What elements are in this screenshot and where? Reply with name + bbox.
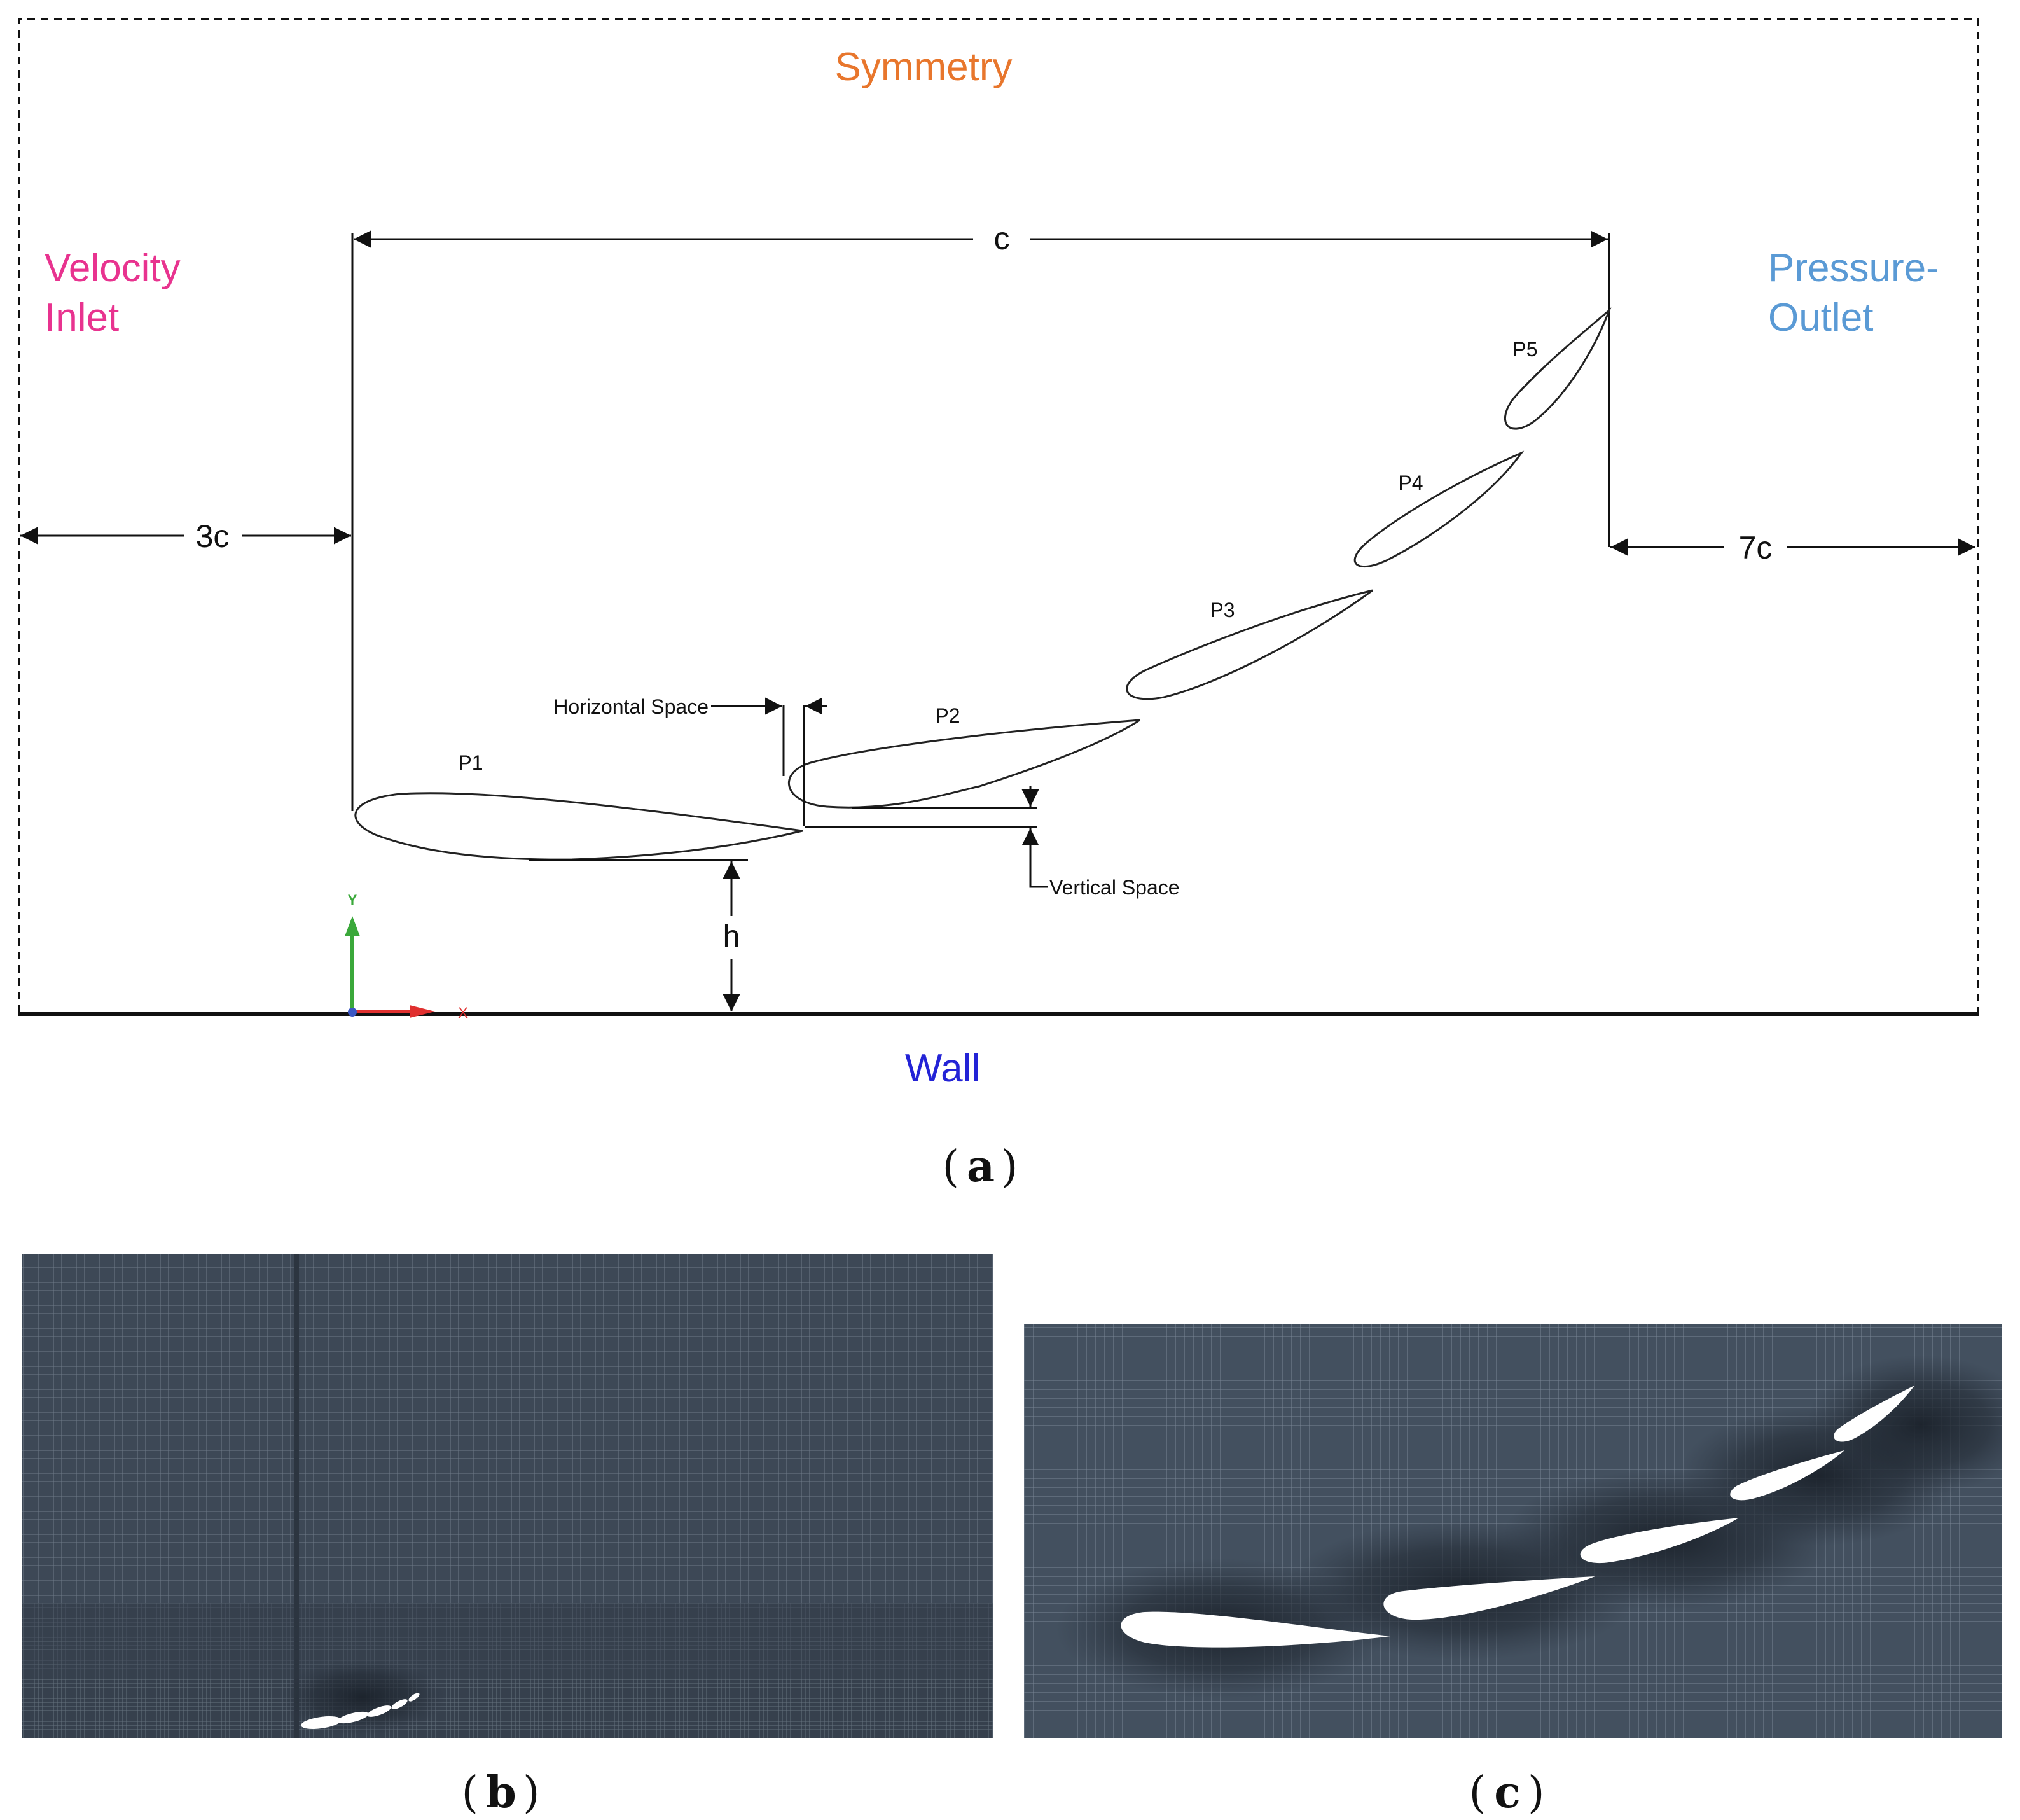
airfoil-p4: [1353, 450, 1525, 568]
upstream-label: 3c: [196, 518, 230, 554]
caption-a-letter: a: [967, 1141, 995, 1192]
caption-c-letter: c: [1494, 1767, 1520, 1818]
airfoil-p5: [1504, 307, 1612, 430]
label-symmetry: Symmetry: [835, 45, 1013, 89]
airfoil-p1: [354, 792, 803, 861]
downstream-label: 7c: [1739, 530, 1773, 566]
label-p3: P3: [1210, 599, 1235, 622]
svg-text:): ): [1001, 1142, 1018, 1192]
symmetry-boundary: [18, 18, 1979, 1013]
panel-b: [22, 1254, 993, 1738]
caption-b: ( b ): [461, 1767, 539, 1818]
svg-text:(: (: [461, 1768, 478, 1818]
label-p5: P5: [1512, 338, 1537, 361]
axis-y-label: Y: [348, 892, 357, 908]
hspace-label: Horizontal Space: [553, 695, 709, 718]
airfoils-b: [301, 1693, 420, 1729]
svg-text:(: (: [1469, 1768, 1486, 1818]
label-pressure: Pressure-: [1768, 246, 1939, 290]
airfoil-p2: [787, 719, 1140, 809]
caption-a: ( a ): [942, 1141, 1018, 1192]
label-inlet: Inlet: [45, 296, 119, 340]
mesh-refinement-zone-b: [280, 1659, 445, 1735]
svg-text:): ): [1528, 1768, 1545, 1818]
caption-b-letter: b: [486, 1767, 516, 1818]
label-velocity: Velocity: [45, 246, 181, 290]
panel-a: Symmetry Velocity Inlet Pressure- Outlet…: [18, 18, 1979, 1090]
caption-c: ( c ): [1469, 1767, 1544, 1818]
airfoils-c: [1121, 1386, 1914, 1648]
label-p4: P4: [1398, 471, 1423, 494]
label-wall: Wall: [905, 1046, 980, 1090]
svg-text:(: (: [942, 1142, 959, 1192]
axis-triad: Y X: [345, 892, 468, 1022]
label-p1: P1: [458, 751, 483, 774]
height-label: h: [723, 920, 740, 954]
label-outlet: Outlet: [1768, 296, 1873, 340]
airfoil-p3: [1126, 589, 1373, 700]
axis-x-label: X: [458, 1004, 468, 1022]
chord-label: c: [994, 221, 1010, 256]
panel-c: [1024, 1324, 2002, 1738]
svg-text:): ): [523, 1768, 540, 1818]
label-p2: P2: [935, 704, 960, 727]
vspace-label: Vertical Space: [1049, 876, 1180, 899]
vspace-leader: [1029, 886, 1048, 888]
